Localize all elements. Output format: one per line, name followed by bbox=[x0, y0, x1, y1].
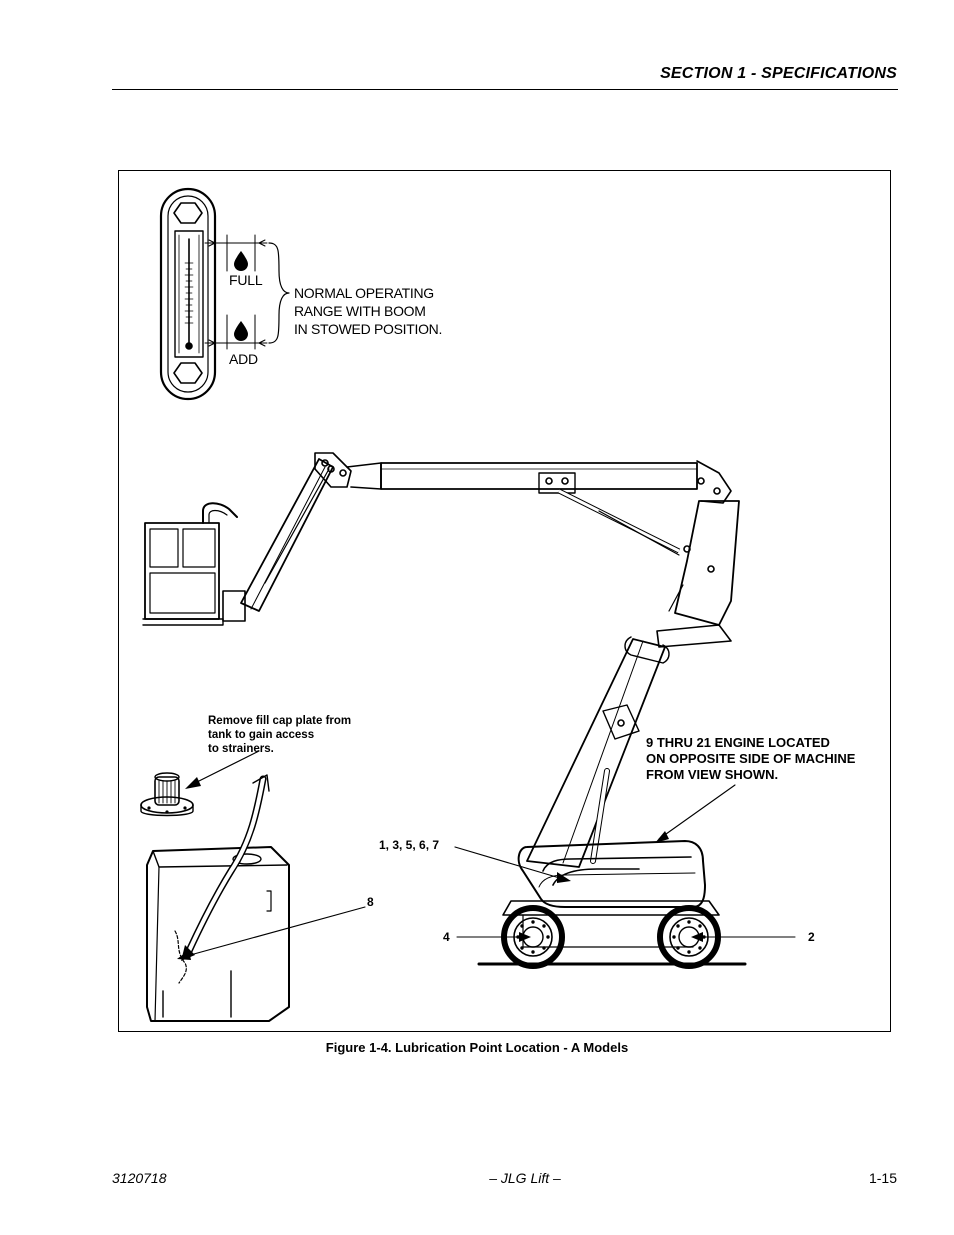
lubrication-illustration bbox=[140, 187, 796, 1022]
footer-doc-number: 3120718 bbox=[112, 1170, 167, 1186]
normal-operating-range-note: NORMAL OPERATING RANGE WITH BOOM IN STOW… bbox=[294, 284, 442, 338]
engine-note-line: FROM VIEW SHOWN. bbox=[646, 767, 779, 782]
range-note-line: NORMAL OPERATING bbox=[294, 285, 434, 301]
fill-cap-drawing bbox=[140, 772, 194, 817]
callout-turntable: 1, 3, 5, 6, 7 bbox=[379, 838, 440, 852]
range-note-line: IN STOWED POSITION. bbox=[294, 321, 443, 337]
fill-cap-note-line: Remove fill cap plate from bbox=[208, 715, 352, 727]
callout-tank: 8 bbox=[367, 895, 374, 909]
hydraulic-tank-drawing bbox=[146, 774, 290, 1022]
range-note-line: RANGE WITH BOOM bbox=[294, 303, 426, 319]
section-header: SECTION 1 - SPECIFICATIONS bbox=[660, 65, 897, 82]
gauge-add-label: ADD bbox=[229, 351, 258, 367]
fill-cap-leader bbox=[190, 750, 260, 786]
fill-cap-note-line: to strainers. bbox=[208, 743, 274, 755]
figure-caption: Figure 1-4. Lubrication Point Location -… bbox=[325, 1040, 629, 1055]
gauge-full-label: FULL bbox=[229, 272, 263, 288]
fill-cap-note: Remove fill cap plate from tank to gain … bbox=[208, 714, 351, 756]
fill-cap-note-line: tank to gain access bbox=[208, 729, 315, 741]
sight-gauge-drawing bbox=[159, 187, 290, 401]
callout-front-wheel: 2 bbox=[808, 930, 815, 944]
aerial-lift-drawing bbox=[142, 452, 747, 969]
figure-lubrication-points: FULL ADD NORMAL OPERATING RANGE WITH BOO… bbox=[118, 170, 891, 1032]
callout-leaders bbox=[177, 784, 796, 960]
callout-rear-wheel: 4 bbox=[443, 930, 450, 944]
engine-note-line: 9 THRU 21 ENGINE LOCATED bbox=[646, 735, 830, 750]
engine-note-line: ON OPPOSITE SIDE OF MACHINE bbox=[646, 751, 856, 766]
footer-page-number: 1-15 bbox=[868, 1170, 897, 1186]
header-rule bbox=[112, 89, 898, 90]
footer-brand: – JLG Lift – bbox=[489, 1170, 561, 1186]
engine-location-note: 9 THRU 21 ENGINE LOCATED ON OPPOSITE SID… bbox=[646, 735, 855, 783]
